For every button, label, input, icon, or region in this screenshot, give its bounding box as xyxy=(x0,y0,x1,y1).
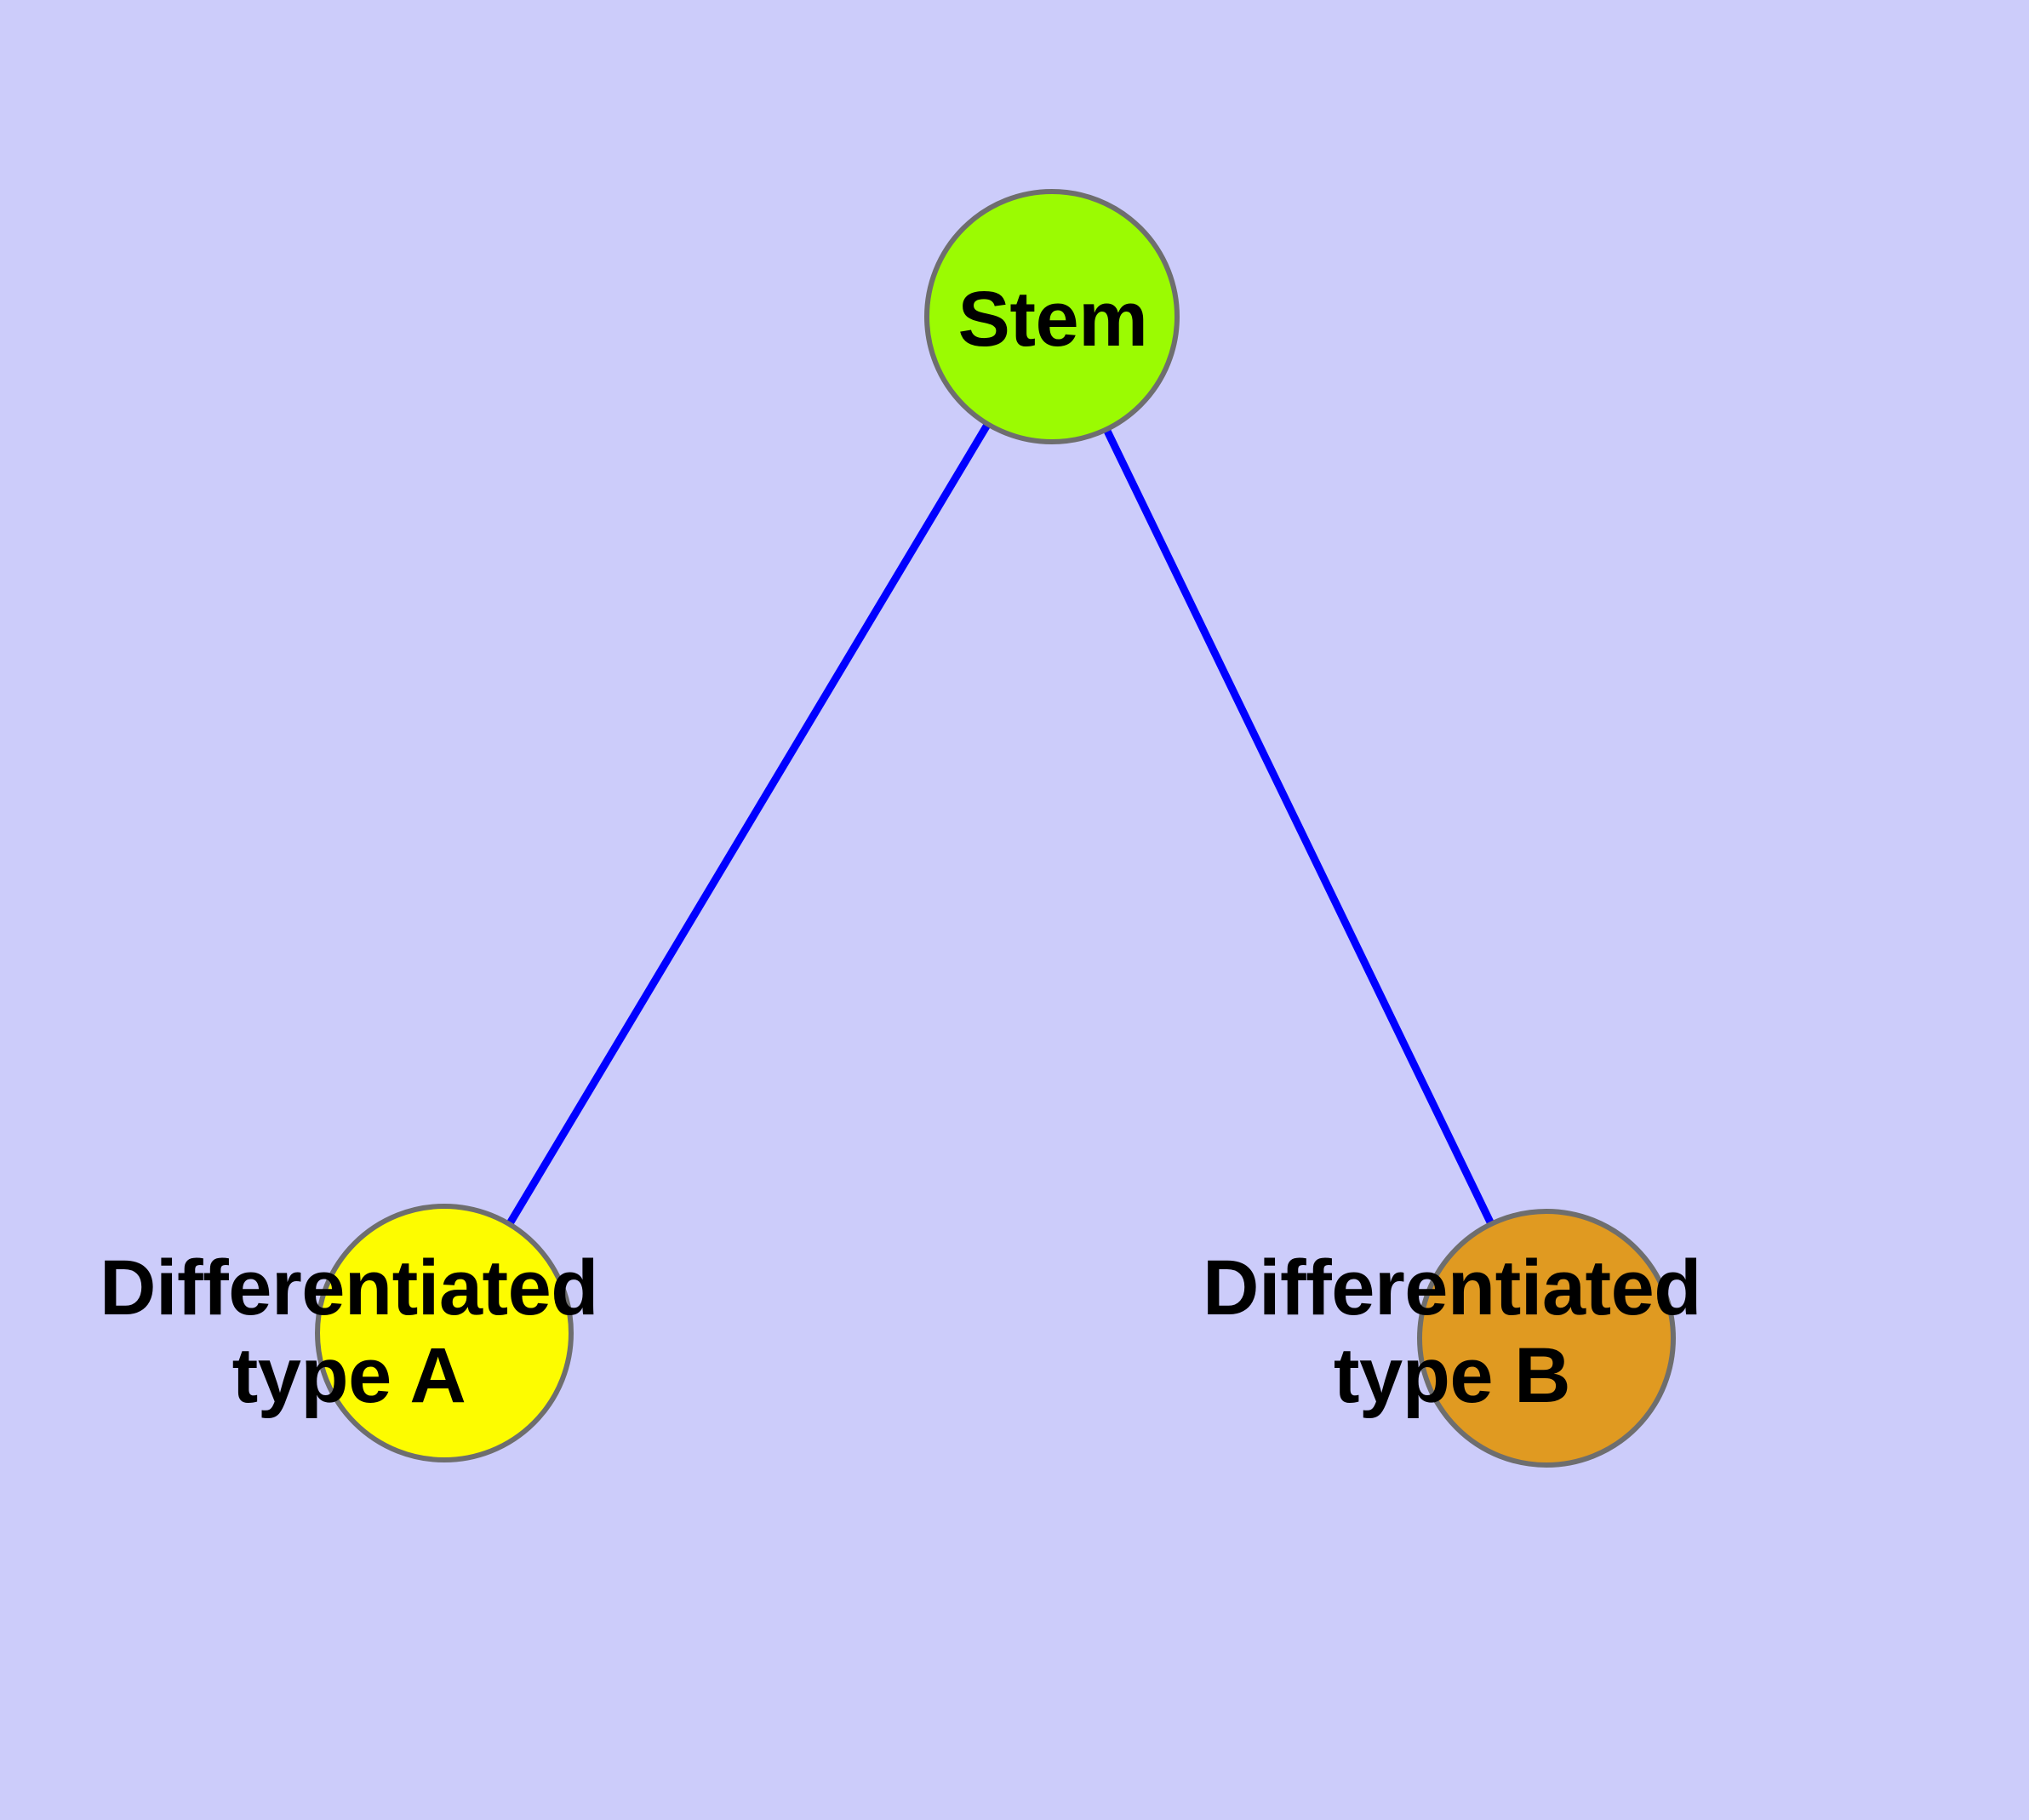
node-differentiated-type-a[interactable] xyxy=(315,1204,574,1462)
edge-stem-to-diff-a xyxy=(441,314,1055,1336)
edge-stem-to-diff-b xyxy=(1048,315,1551,1340)
node-stem[interactable] xyxy=(924,189,1180,444)
node-differentiated-type-b[interactable] xyxy=(1417,1209,1676,1468)
